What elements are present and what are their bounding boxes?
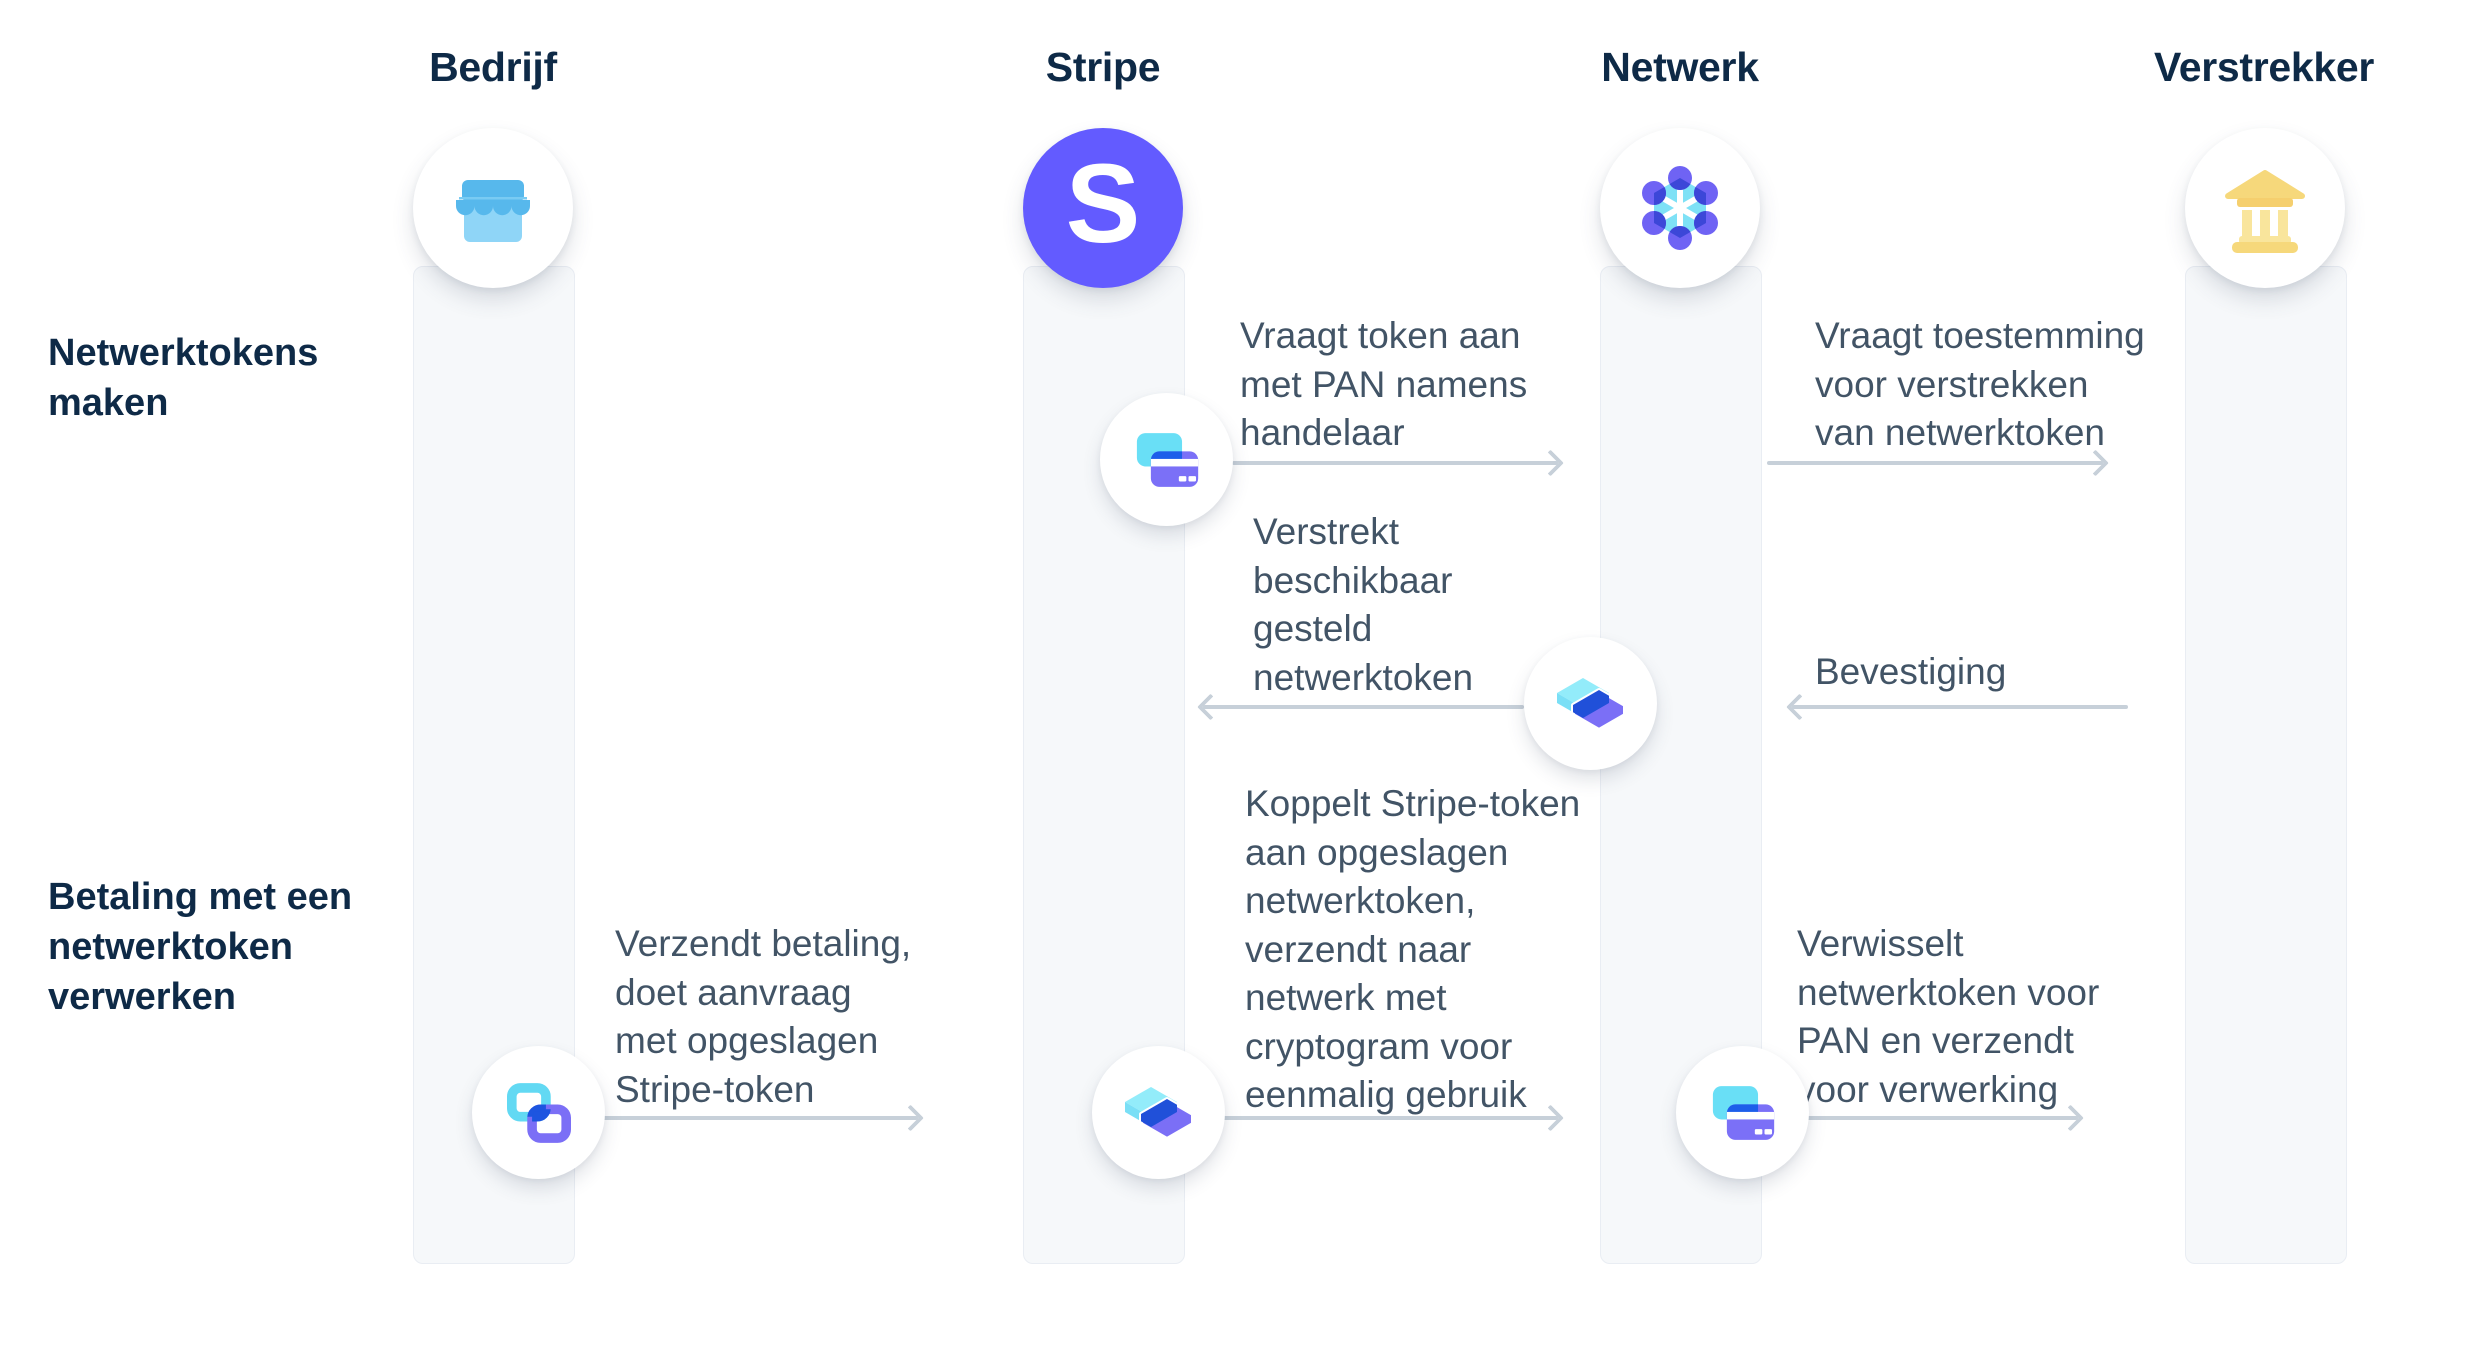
message-text-koppelt-stripe-token: Koppelt Stripe-token aan opgeslagen netw… [1245, 783, 1581, 1115]
actor-header-stripe: Stripe [1045, 44, 1161, 90]
stripe-logo: S [1023, 128, 1183, 288]
arrow-stripe-to-netwerk [1232, 461, 1558, 465]
actor-header-verstrekker: Verstrekker [2153, 44, 2375, 90]
arrow-netwerk-to-verstrekker [1767, 461, 2103, 465]
link-squares-icon [472, 1046, 605, 1179]
phase-label-create-tokens: Netwerktokens maken [48, 332, 319, 424]
arrow-bedrijf-to-stripe [597, 1116, 918, 1120]
message-text-verwisselt-netwerktoken: Verwisselt netwerktoken voor PAN en verz… [1797, 923, 2100, 1110]
token-box-icon [1092, 1046, 1225, 1179]
credit-card-icon [1676, 1046, 1809, 1179]
stripe-logo-letter: S [1065, 141, 1141, 266]
phase-label-process-payment: Betaling met een netwerktoken verwerken [48, 876, 353, 1018]
arrow-netwerk-to-stripe [1203, 705, 1524, 709]
credit-card-icon [1100, 393, 1233, 526]
actor-header-bedrijf: Bedrijf [429, 44, 557, 90]
token-box-icon [1524, 637, 1657, 770]
network-nodes-icon [1600, 128, 1760, 288]
bank-icon [2185, 128, 2345, 288]
message-text-verstrekt-netwerktoken: Verstrekt beschikbaar gesteld netwerktok… [1253, 511, 1474, 698]
arrow-netwerk-to-verstrekker-payment [1795, 1116, 2078, 1120]
storefront-icon [413, 128, 573, 288]
message-text-vraagt-token: Vraagt token aan met PAN namens handelaa… [1240, 315, 1528, 453]
message-text-bevestiging: Bevestiging [1815, 651, 2007, 692]
message-text-vraagt-toestemming: Vraagt toestemming voor verstrekken van … [1815, 315, 2145, 453]
actor-header-netwerk: Netwerk [1601, 44, 1759, 90]
arrow-stripe-to-netwerk-payment [1222, 1116, 1558, 1120]
message-text-verzendt-betaling: Verzendt betaling, doet aanvraag met opg… [615, 923, 912, 1110]
lane-verstrekker [2185, 266, 2347, 1264]
arrow-verstrekker-to-netwerk [1792, 705, 2128, 709]
